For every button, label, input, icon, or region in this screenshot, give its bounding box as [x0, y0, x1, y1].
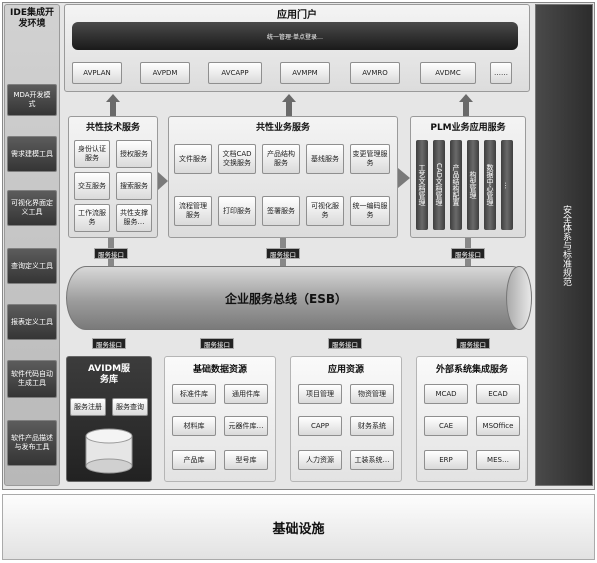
ext-erp[interactable]: ERP — [424, 450, 468, 470]
ide-item-query[interactable]: 查询定义工具 — [7, 248, 57, 284]
ext-title: 外部系统集成服务 — [435, 365, 508, 375]
arrow-up-icon — [282, 94, 296, 102]
plm-col-more[interactable]: … — [501, 140, 513, 230]
arrow-stem — [286, 102, 292, 116]
arrow-stem — [463, 102, 469, 116]
app-avpdm[interactable]: AVPDM — [140, 62, 190, 84]
infra-label: 基础设施 — [272, 522, 325, 537]
avidm-title: AVIDM服务库 — [87, 364, 131, 385]
basic-data-standard[interactable]: 标准件库 — [172, 384, 216, 404]
service-interface-tag: 服务接口 — [200, 338, 234, 349]
biz-item-product-structure[interactable]: 产品结构服务 — [262, 144, 300, 174]
arrow-up-icon — [106, 94, 120, 102]
database-icon — [84, 428, 134, 474]
biz-item-process[interactable]: 流程管理服务 — [174, 196, 212, 226]
tech-item-auth[interactable]: 身份认证服务 — [74, 140, 110, 168]
portal-bar[interactable]: 统一管理·单点登录… — [72, 22, 518, 50]
app-res-hr[interactable]: 人力资源 — [298, 450, 342, 470]
app-more[interactable]: …… — [490, 62, 512, 84]
arrow-up-icon — [459, 94, 473, 102]
ide-item-requirements[interactable]: 需求建模工具 — [7, 136, 57, 172]
basic-data-component[interactable]: 元器件库… — [224, 416, 268, 436]
service-interface-tag: 服务接口 — [456, 338, 490, 349]
ext-cae[interactable]: CAE — [424, 416, 468, 436]
plm-col-process[interactable]: 工艺文档管理 — [416, 140, 428, 230]
app-res-title: 应用资源 — [327, 365, 364, 375]
app-avplan[interactable]: AVPLAN — [72, 62, 122, 84]
biz-item-change[interactable]: 变更管理服务 — [350, 144, 390, 174]
tech-item-search[interactable]: 搜索服务 — [116, 172, 152, 200]
arrow-stem — [110, 102, 116, 116]
ext-mes[interactable]: MES… — [476, 450, 520, 470]
biz-item-sign[interactable]: 签署服务 — [262, 196, 300, 226]
esb-label: 企业服务总线（ESB） — [225, 292, 347, 306]
infra-panel — [2, 494, 595, 560]
service-interface-tag: 服务接口 — [92, 338, 126, 349]
avidm-query-button[interactable]: 服务查询 — [112, 398, 148, 416]
ide-item-mda[interactable]: MDA开发模式 — [7, 84, 57, 116]
avidm-register-button[interactable]: 服务注册 — [70, 398, 106, 416]
ide-item-publish[interactable]: 软件产品描述与发布工具 — [7, 420, 57, 466]
ide-title: IDE集成开发环境 — [10, 8, 54, 29]
basic-data-model[interactable]: 型号库 — [224, 450, 268, 470]
ide-panel — [4, 4, 60, 486]
app-avmro[interactable]: AVMRO — [350, 62, 400, 84]
app-avdmc[interactable]: AVDMC — [420, 62, 476, 84]
basic-data-material[interactable]: 材料库 — [172, 416, 216, 436]
ext-ecad[interactable]: ECAD — [476, 384, 520, 404]
security-panel — [535, 4, 593, 486]
tech-item-authorize[interactable]: 授权服务 — [116, 140, 152, 168]
plm-title: PLM业务应用服务 — [430, 123, 506, 133]
service-interface-tag: 服务接口 — [451, 248, 485, 259]
app-res-project[interactable]: 项目管理 — [298, 384, 342, 404]
arrow-right-icon — [398, 168, 410, 188]
portal-title: 应用门户 — [277, 10, 317, 21]
ide-item-ui-definition[interactable]: 可视化界面定义工具 — [7, 190, 57, 226]
security-label: 安全体系与标准规范 — [561, 204, 571, 286]
biz-item-print[interactable]: 打印服务 — [218, 196, 256, 226]
biz-item-file[interactable]: 文件服务 — [174, 144, 212, 174]
service-interface-tag: 服务接口 — [266, 248, 300, 259]
plm-col-datacenter[interactable]: 数据中心管理 — [484, 140, 496, 230]
service-interface-tag: 服务接口 — [94, 248, 128, 259]
biz-title: 共性业务服务 — [255, 123, 310, 133]
plm-col-cad[interactable]: CAD文档管理 — [433, 140, 445, 230]
ide-item-codegen[interactable]: 软件代码自动生成工具 — [7, 360, 57, 398]
esb-bus — [66, 266, 532, 330]
tech-item-interaction[interactable]: 交互服务 — [74, 172, 110, 200]
app-res-capp[interactable]: CAPP — [298, 416, 342, 436]
ide-item-report[interactable]: 报表定义工具 — [7, 304, 57, 340]
ext-mcad[interactable]: MCAD — [424, 384, 468, 404]
basic-data-title: 基础数据资源 — [192, 365, 247, 375]
basic-data-common[interactable]: 通用件库 — [224, 384, 268, 404]
tech-title: 共性技术服务 — [85, 123, 140, 133]
biz-item-cad-exchange[interactable]: 文档CAD交换服务 — [218, 144, 256, 174]
app-res-material[interactable]: 物资管理 — [350, 384, 394, 404]
basic-data-product[interactable]: 产品库 — [172, 450, 216, 470]
ext-msoffice[interactable]: MSOffice — [476, 416, 520, 436]
plm-col-config[interactable]: 构型管理 — [467, 140, 479, 230]
plm-col-structure[interactable]: 产品结构配置 — [450, 140, 462, 230]
biz-item-baseline[interactable]: 基线服务 — [306, 144, 344, 174]
app-res-tooling[interactable]: 工装系统… — [350, 450, 394, 470]
arrow-right-icon — [158, 172, 168, 190]
esb-end-cap — [506, 266, 532, 330]
app-avmpm[interactable]: AVMPM — [280, 62, 330, 84]
service-interface-tag: 服务接口 — [328, 338, 362, 349]
biz-item-coding[interactable]: 统一编码服务 — [350, 196, 390, 226]
app-res-finance[interactable]: 财务系统 — [350, 416, 394, 436]
tech-item-workflow[interactable]: 工作流服务 — [74, 204, 110, 232]
biz-item-visual[interactable]: 可视化服务 — [306, 196, 344, 226]
app-avcapp[interactable]: AVCAPP — [208, 62, 262, 84]
tech-item-support[interactable]: 共性支撑服务… — [116, 204, 152, 232]
